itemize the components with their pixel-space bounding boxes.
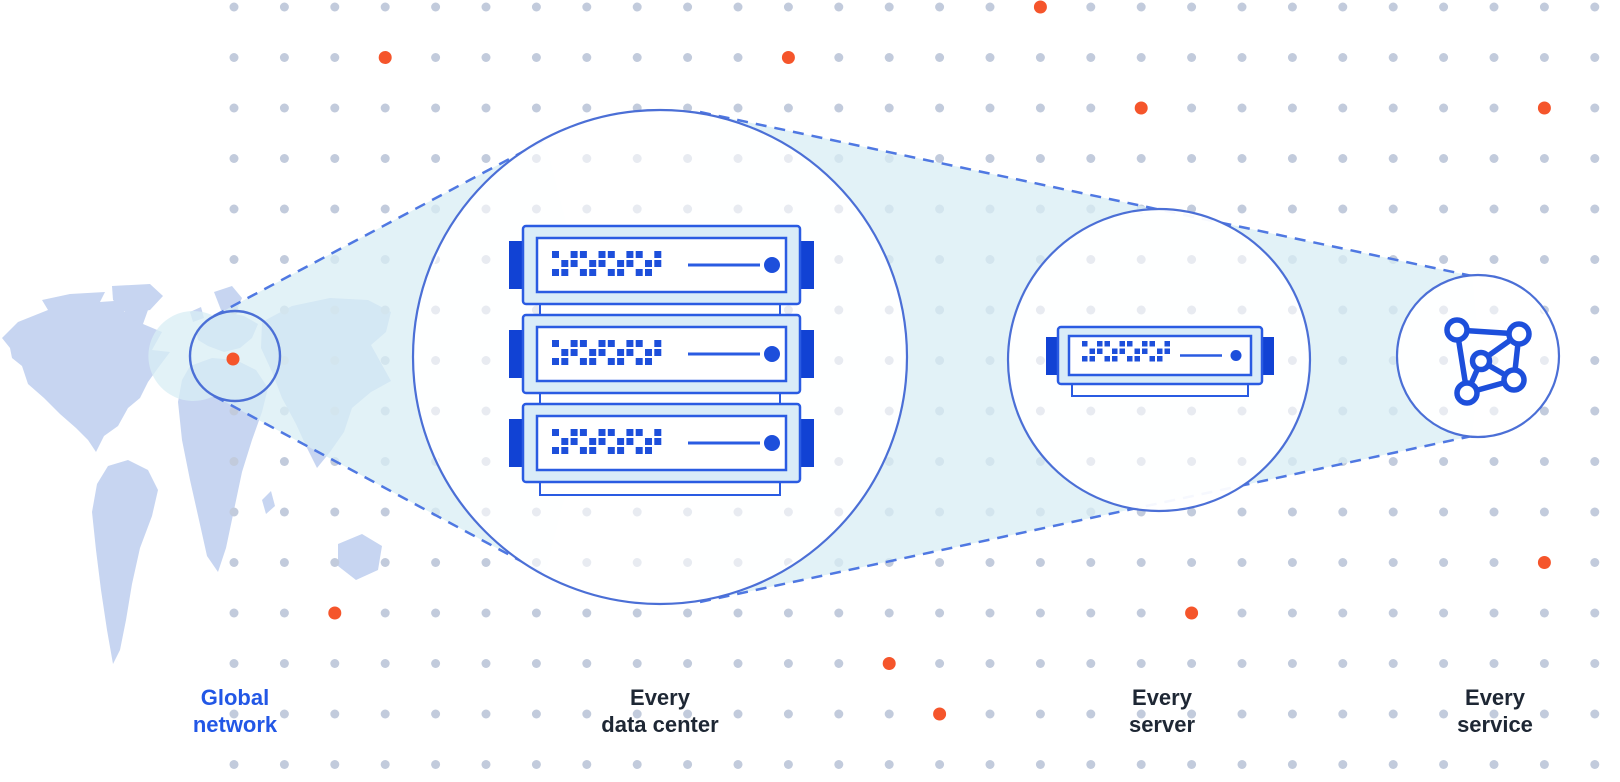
label-every-service: Every service [1457, 685, 1533, 737]
label-every-data-center: Every data center [601, 685, 719, 737]
server-unit-3 [509, 402, 814, 484]
label-global-network: Global network [192, 685, 278, 737]
continent-australia [338, 534, 382, 580]
dashed-lines [213, 110, 1473, 604]
dashed-line-upper-left [213, 138, 546, 318]
network-mesh-icon [1444, 317, 1532, 406]
server-unit-2 [509, 313, 814, 395]
continent-north-america [2, 292, 170, 452]
global-network-lens [188, 309, 282, 403]
data-center-circle [411, 108, 909, 606]
map-highlight-circle [188, 309, 282, 403]
service-circle [1395, 273, 1561, 439]
continent-south-america [92, 460, 158, 664]
dashed-line-lower-left [213, 394, 546, 576]
label-every-server: Every server [1128, 685, 1196, 737]
continent-greenland [112, 284, 163, 314]
server-stack-icon [509, 224, 814, 496]
server-unit-1 [509, 224, 814, 306]
map-marker-dot [226, 352, 240, 366]
server-icon [1046, 325, 1274, 397]
server-circle [1006, 207, 1312, 513]
madagascar [262, 491, 275, 514]
